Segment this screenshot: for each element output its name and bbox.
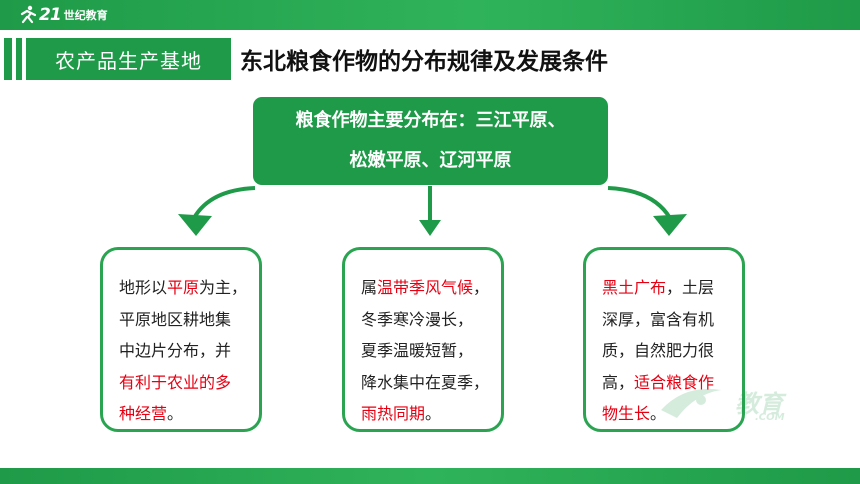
- card-text-line: 种经营。: [119, 398, 249, 430]
- body-text: 降水集中在夏季，: [361, 372, 490, 392]
- body-text: 为主，: [199, 278, 248, 297]
- card-text-line: 冬季寒冷漫长，: [361, 304, 491, 336]
- body-text: 质，自然肥力很: [602, 341, 715, 360]
- accent-bar: [4, 38, 12, 80]
- highlight-text: 雨热同期: [361, 404, 426, 423]
- highlight-text: 黑土广布: [602, 278, 667, 297]
- body-text: ，土层: [666, 278, 715, 297]
- page-title: 东北粮食作物的分布规律及发展条件: [240, 49, 608, 75]
- card-text-line: 属温带季风气候，: [361, 272, 491, 304]
- logo-text: 世纪教育: [63, 9, 108, 22]
- top-brand-bar: 21 世纪教育: [0, 0, 860, 30]
- card-text-line: 平原地区耕地集: [119, 304, 249, 336]
- card-text-line: 夏季温暖短暂，: [361, 335, 491, 367]
- watermark-text: 教育: [735, 390, 783, 418]
- bottom-brand-bar: [0, 468, 860, 484]
- card-text-line: 雨热同期。: [361, 398, 491, 430]
- card-text-line: 降水集中在夏季，: [361, 367, 491, 399]
- highlight-text: 平原: [167, 278, 200, 297]
- card-text-line: 有利于农业的多: [119, 367, 249, 399]
- highlight-text: 适合粮食作: [634, 372, 715, 392]
- category-label: 农产品生产基地: [26, 38, 231, 80]
- body-text: 属: [361, 278, 378, 297]
- card-text-line: 中边片分布，并: [119, 335, 249, 367]
- flow-arrows: [178, 186, 687, 236]
- watermark: 教育 .COM: [655, 380, 830, 432]
- site-logo[interactable]: 21 世纪教育: [18, 4, 108, 26]
- terrain-card: 地形以平原为主，平原地区耕地集中边片分布，并有利于农业的多种经营。: [100, 247, 262, 432]
- body-text: 。: [425, 404, 442, 423]
- curved-arrow-left-icon: [178, 186, 256, 236]
- runner-logo-icon: [20, 5, 36, 24]
- card-text-line: 地形以平原为主，: [119, 272, 249, 304]
- body-text: 平原地区耕地集: [119, 309, 232, 329]
- summary-line: 粮食作物主要分布在：三江平原、: [295, 110, 566, 131]
- body-text: ，: [473, 278, 490, 297]
- card-text-line: 高，适合粮食作: [602, 367, 732, 399]
- soil-card: 黑土广布，土层深厚，富含有机质，自然肥力很高，适合粮食作物生长。: [583, 247, 745, 432]
- body-text: 冬季寒冷漫长，: [361, 309, 474, 329]
- highlight-text: 温带季风气候: [377, 278, 474, 297]
- highlight-text: 有利于农业的多: [119, 372, 232, 392]
- highlight-text: 种经营: [119, 404, 168, 423]
- curved-arrow-right-icon: [607, 186, 687, 236]
- watermark-logo-icon: [661, 388, 721, 418]
- body-text: 。: [167, 404, 184, 423]
- body-text: 中边片分布，并: [119, 341, 232, 360]
- summary-box: 粮食作物主要分布在：三江平原、 松嫩平原、辽河平原: [253, 97, 608, 185]
- body-text: 深厚，富含有机: [602, 309, 715, 329]
- body-text: 地形以: [119, 278, 168, 297]
- logo-number: 21: [39, 5, 62, 25]
- climate-card: 属温带季风气候， 冬季寒冷漫长， 夏季温暖短暂， 降水集中在夏季， 雨热同期。: [342, 247, 504, 432]
- summary-line: 松嫩平原、辽河平原: [349, 150, 512, 171]
- body-text: 。: [650, 404, 667, 423]
- body-text: 夏季温暖短暂，: [361, 341, 474, 360]
- body-text: 高，: [602, 372, 635, 392]
- arrow-down-icon: [419, 186, 441, 236]
- accent-bar: [16, 38, 22, 80]
- card-text-line: 黑土广布，土层: [602, 272, 732, 304]
- card-text-line: 质，自然肥力很: [602, 335, 732, 367]
- card-text-line: 物生长。: [602, 398, 732, 430]
- card-text-line: 深厚，富含有机: [602, 304, 732, 336]
- watermark-url: .COM: [755, 412, 785, 423]
- title-row: 农产品生产基地 东北粮食作物的分布规律及发展条件: [0, 36, 860, 84]
- highlight-text: 物生长: [602, 404, 651, 423]
